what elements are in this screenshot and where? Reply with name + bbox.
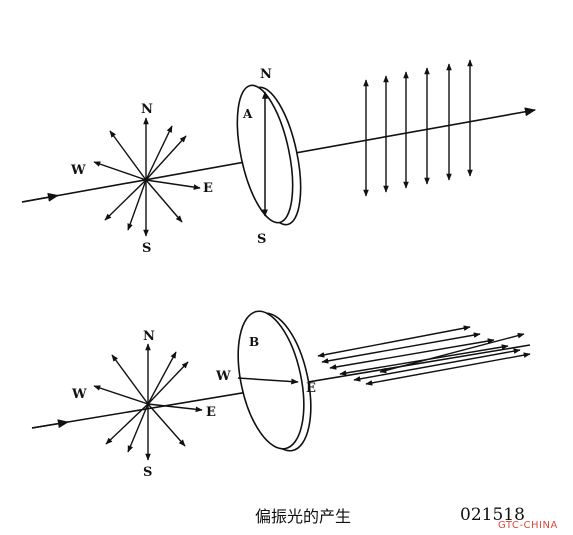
bottom-compass-s: S: [143, 465, 152, 480]
bottom-incoming-arrow: [31, 419, 70, 429]
polarizer-b-e: E: [306, 381, 316, 396]
figure-code: 021518: [460, 505, 525, 525]
polarizer-a-label: A: [242, 107, 253, 121]
top-compass-w: W: [70, 163, 86, 178]
watermark: GTC-CHINA: [498, 520, 558, 531]
polarizer-b-w: W: [215, 369, 231, 384]
top-compass-e: E: [203, 181, 213, 196]
bottom-compass-e: E: [206, 405, 216, 420]
polarizer-b-label: B: [249, 335, 259, 349]
horizontal-polarized-arrows: [317, 325, 531, 386]
bottom-compass-w: W: [71, 387, 87, 402]
top-compass-s: S: [142, 241, 151, 256]
figure-caption: 偏振光的产生: [255, 507, 352, 526]
top-unpolarized-star: [93, 117, 201, 237]
top-compass-n: N: [141, 102, 153, 117]
polarizer-a-n: N: [260, 67, 272, 82]
polarizer-a-s: S: [257, 232, 266, 247]
vertical-polarized-arrows: [363, 59, 473, 197]
polarizer-b: [237, 310, 312, 452]
polarizer-a: [236, 84, 302, 226]
top-incoming-arrow: [21, 192, 60, 203]
bottom-scene: N S W E B W E: [31, 310, 531, 480]
bottom-unpolarized-star: [93, 343, 203, 461]
top-scene: N S W E A N S: [21, 59, 537, 256]
bottom-compass-n: N: [143, 329, 155, 344]
